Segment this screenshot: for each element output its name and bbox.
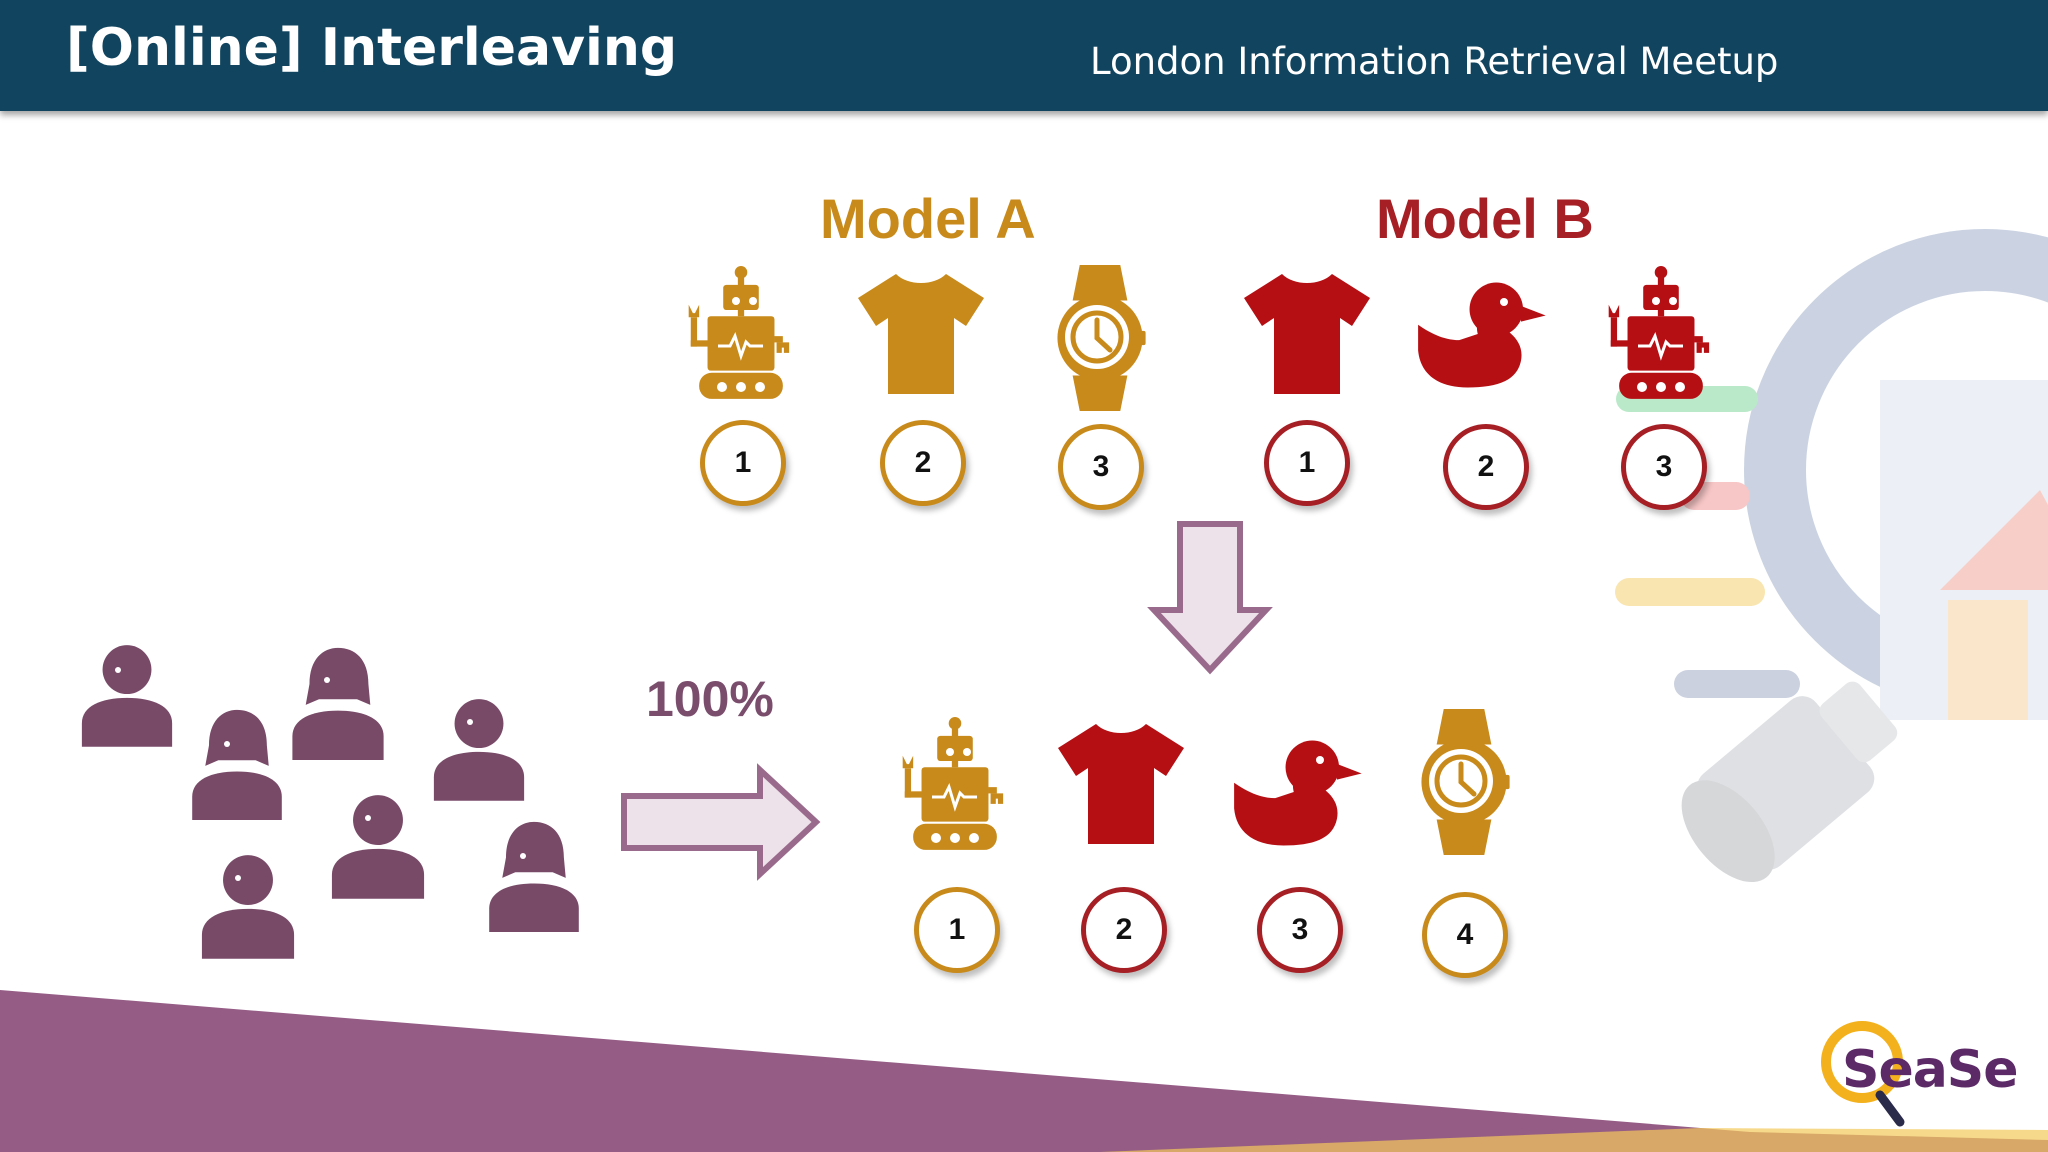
sease-logo-icon [1821,1021,1905,1127]
interleaved-rank-badge: 2 [1081,887,1167,973]
sease-logo-text: SeaSe [1842,1040,2019,1100]
robot-icon [902,717,1004,850]
merge-down-arrow-icon [1147,521,1273,675]
traffic-right-arrow-icon [621,763,821,881]
model-a-rank-badge: 2 [880,420,966,506]
interleaved-rank-badge: 4 [1422,892,1508,978]
interleaved-rank-badge: 3 [1257,887,1343,973]
model-b-label: Model B [1376,187,1594,250]
tshirt-icon [1244,274,1370,394]
slide-title: [Online] Interleaving [66,18,678,78]
magnifier-decoration-icon [1615,229,2048,883]
duck-icon [1234,740,1362,846]
model-a-rank-badge: 1 [700,420,786,506]
model-b-rank-badge: 2 [1443,424,1529,510]
model-b-rank-badge: 1 [1264,420,1350,506]
model-a-label: Model A [820,187,1036,250]
event-subtitle: London Information Retrieval Meetup [1090,40,1779,83]
users-group-icon [81,645,579,959]
robot-icon [1608,266,1710,399]
model-b-rank-badge: 3 [1621,424,1707,510]
tshirt-icon [858,274,984,394]
interleaved-rank-badge: 1 [914,887,1000,973]
duck-icon [1418,282,1546,388]
robot-icon [688,266,790,399]
model-a-rank-badge: 3 [1058,424,1144,510]
header-bar: [Online] Interleaving London Information… [0,0,2048,111]
footer-accent [1100,1128,2048,1152]
footer-band [0,990,2048,1152]
traffic-percentage: 100% [646,671,774,727]
tshirt-icon [1058,724,1184,844]
